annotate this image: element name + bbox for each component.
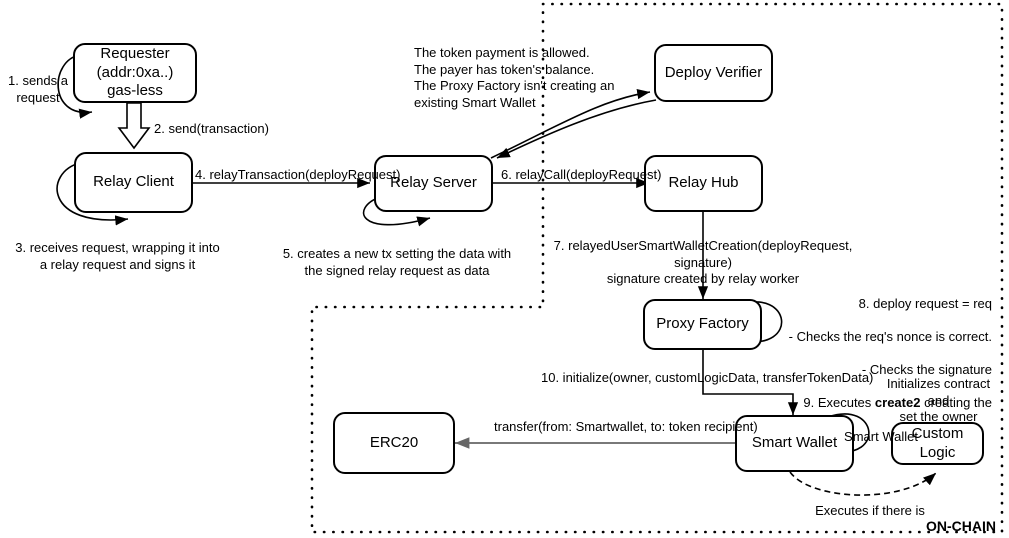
label-step-9-line1: 9. Executes create2 creating the <box>770 395 992 412</box>
label-step-9-suffix: creating the <box>920 395 992 411</box>
node-proxy-factory-label: Proxy Factory <box>656 315 749 333</box>
node-smart-wallet-label: Smart Wallet <box>751 434 838 452</box>
node-smart-wallet[interactable]: Smart Wallet <box>735 415 854 472</box>
label-step-9-line2: Smart Wallet <box>844 428 918 444</box>
connector-relayclient-self <box>56 162 129 226</box>
node-requester[interactable]: Requester (addr:0xa..) gas-less <box>73 43 197 103</box>
node-relay-server-label: Relay Server <box>390 174 477 192</box>
node-deploy-verifier[interactable]: Deploy Verifier <box>654 44 773 102</box>
node-custom-logic[interactable]: Custom Logic <box>891 422 984 465</box>
label-transfer: transfer(from: Smartwallet, to: token re… <box>494 419 758 434</box>
label-step-3: 3. receives request, wrapping it into a … <box>15 240 220 272</box>
node-deploy-verifier-label: Deploy Verifier <box>664 63 763 81</box>
node-requester-label: Requester (addr:0xa..) gas-less <box>96 44 174 100</box>
label-step-1: 1. sends a request <box>8 73 68 105</box>
node-relay-hub[interactable]: Relay Hub <box>644 155 763 212</box>
connector-relayserver-to-deployverifier <box>490 88 651 159</box>
label-step-8-line2: - Checks the req's nonce is correct. <box>788 328 992 344</box>
node-erc20-label: ERC20 <box>369 433 419 451</box>
node-relay-hub-label: Relay Hub <box>668 174 739 192</box>
label-on-chain: ON-CHAIN <box>926 518 996 534</box>
connector-smartwallet-to-customlogic <box>789 471 937 496</box>
connector-relayserver-self <box>362 196 431 227</box>
connector-requester-self <box>57 54 93 119</box>
node-custom-logic-label: Custom Logic <box>911 424 964 461</box>
label-verifier-note: The token payment is allowed. The payer … <box>414 45 615 110</box>
label-executes-if: Executes if there is <box>815 503 925 518</box>
label-step-6: 6. relayCall(deployRequest) <box>501 167 662 182</box>
node-erc20[interactable]: ERC20 <box>333 412 455 474</box>
connector-deployverifier-to-relayserver <box>496 99 657 159</box>
node-relay-server[interactable]: Relay Server <box>374 155 493 212</box>
node-relay-client-label: Relay Client <box>93 173 174 191</box>
label-step-5: 5. creates a new tx setting the data wit… <box>282 246 512 278</box>
connector-proxyfactory-to-smartwallet <box>702 350 799 415</box>
label-step-2: 2. send(transaction) <box>154 121 269 136</box>
label-step-10: 10. initialize(owner, customLogicData, t… <box>541 370 874 385</box>
node-proxy-factory[interactable]: Proxy Factory <box>643 299 762 350</box>
label-step-8-line3: - Checks the signature <box>861 362 992 378</box>
label-step-9-bold: create2 <box>874 395 921 411</box>
label-initializes: Initializes contract and set the owner <box>886 376 991 425</box>
connector-requester-to-relayclient <box>117 102 151 150</box>
label-step-8-line1: 8. deploy request = req <box>858 295 992 311</box>
node-relay-client[interactable]: Relay Client <box>74 152 193 213</box>
label-step-9-prefix: 9. Executes <box>803 395 875 411</box>
label-step-4: 4. relayTransaction(deployRequest) <box>195 167 401 182</box>
label-step-8-9: 8. deploy request = req - Checks the req… <box>770 279 992 462</box>
label-step-7: 7. relayedUserSmartWalletCreation(deploy… <box>553 238 853 287</box>
